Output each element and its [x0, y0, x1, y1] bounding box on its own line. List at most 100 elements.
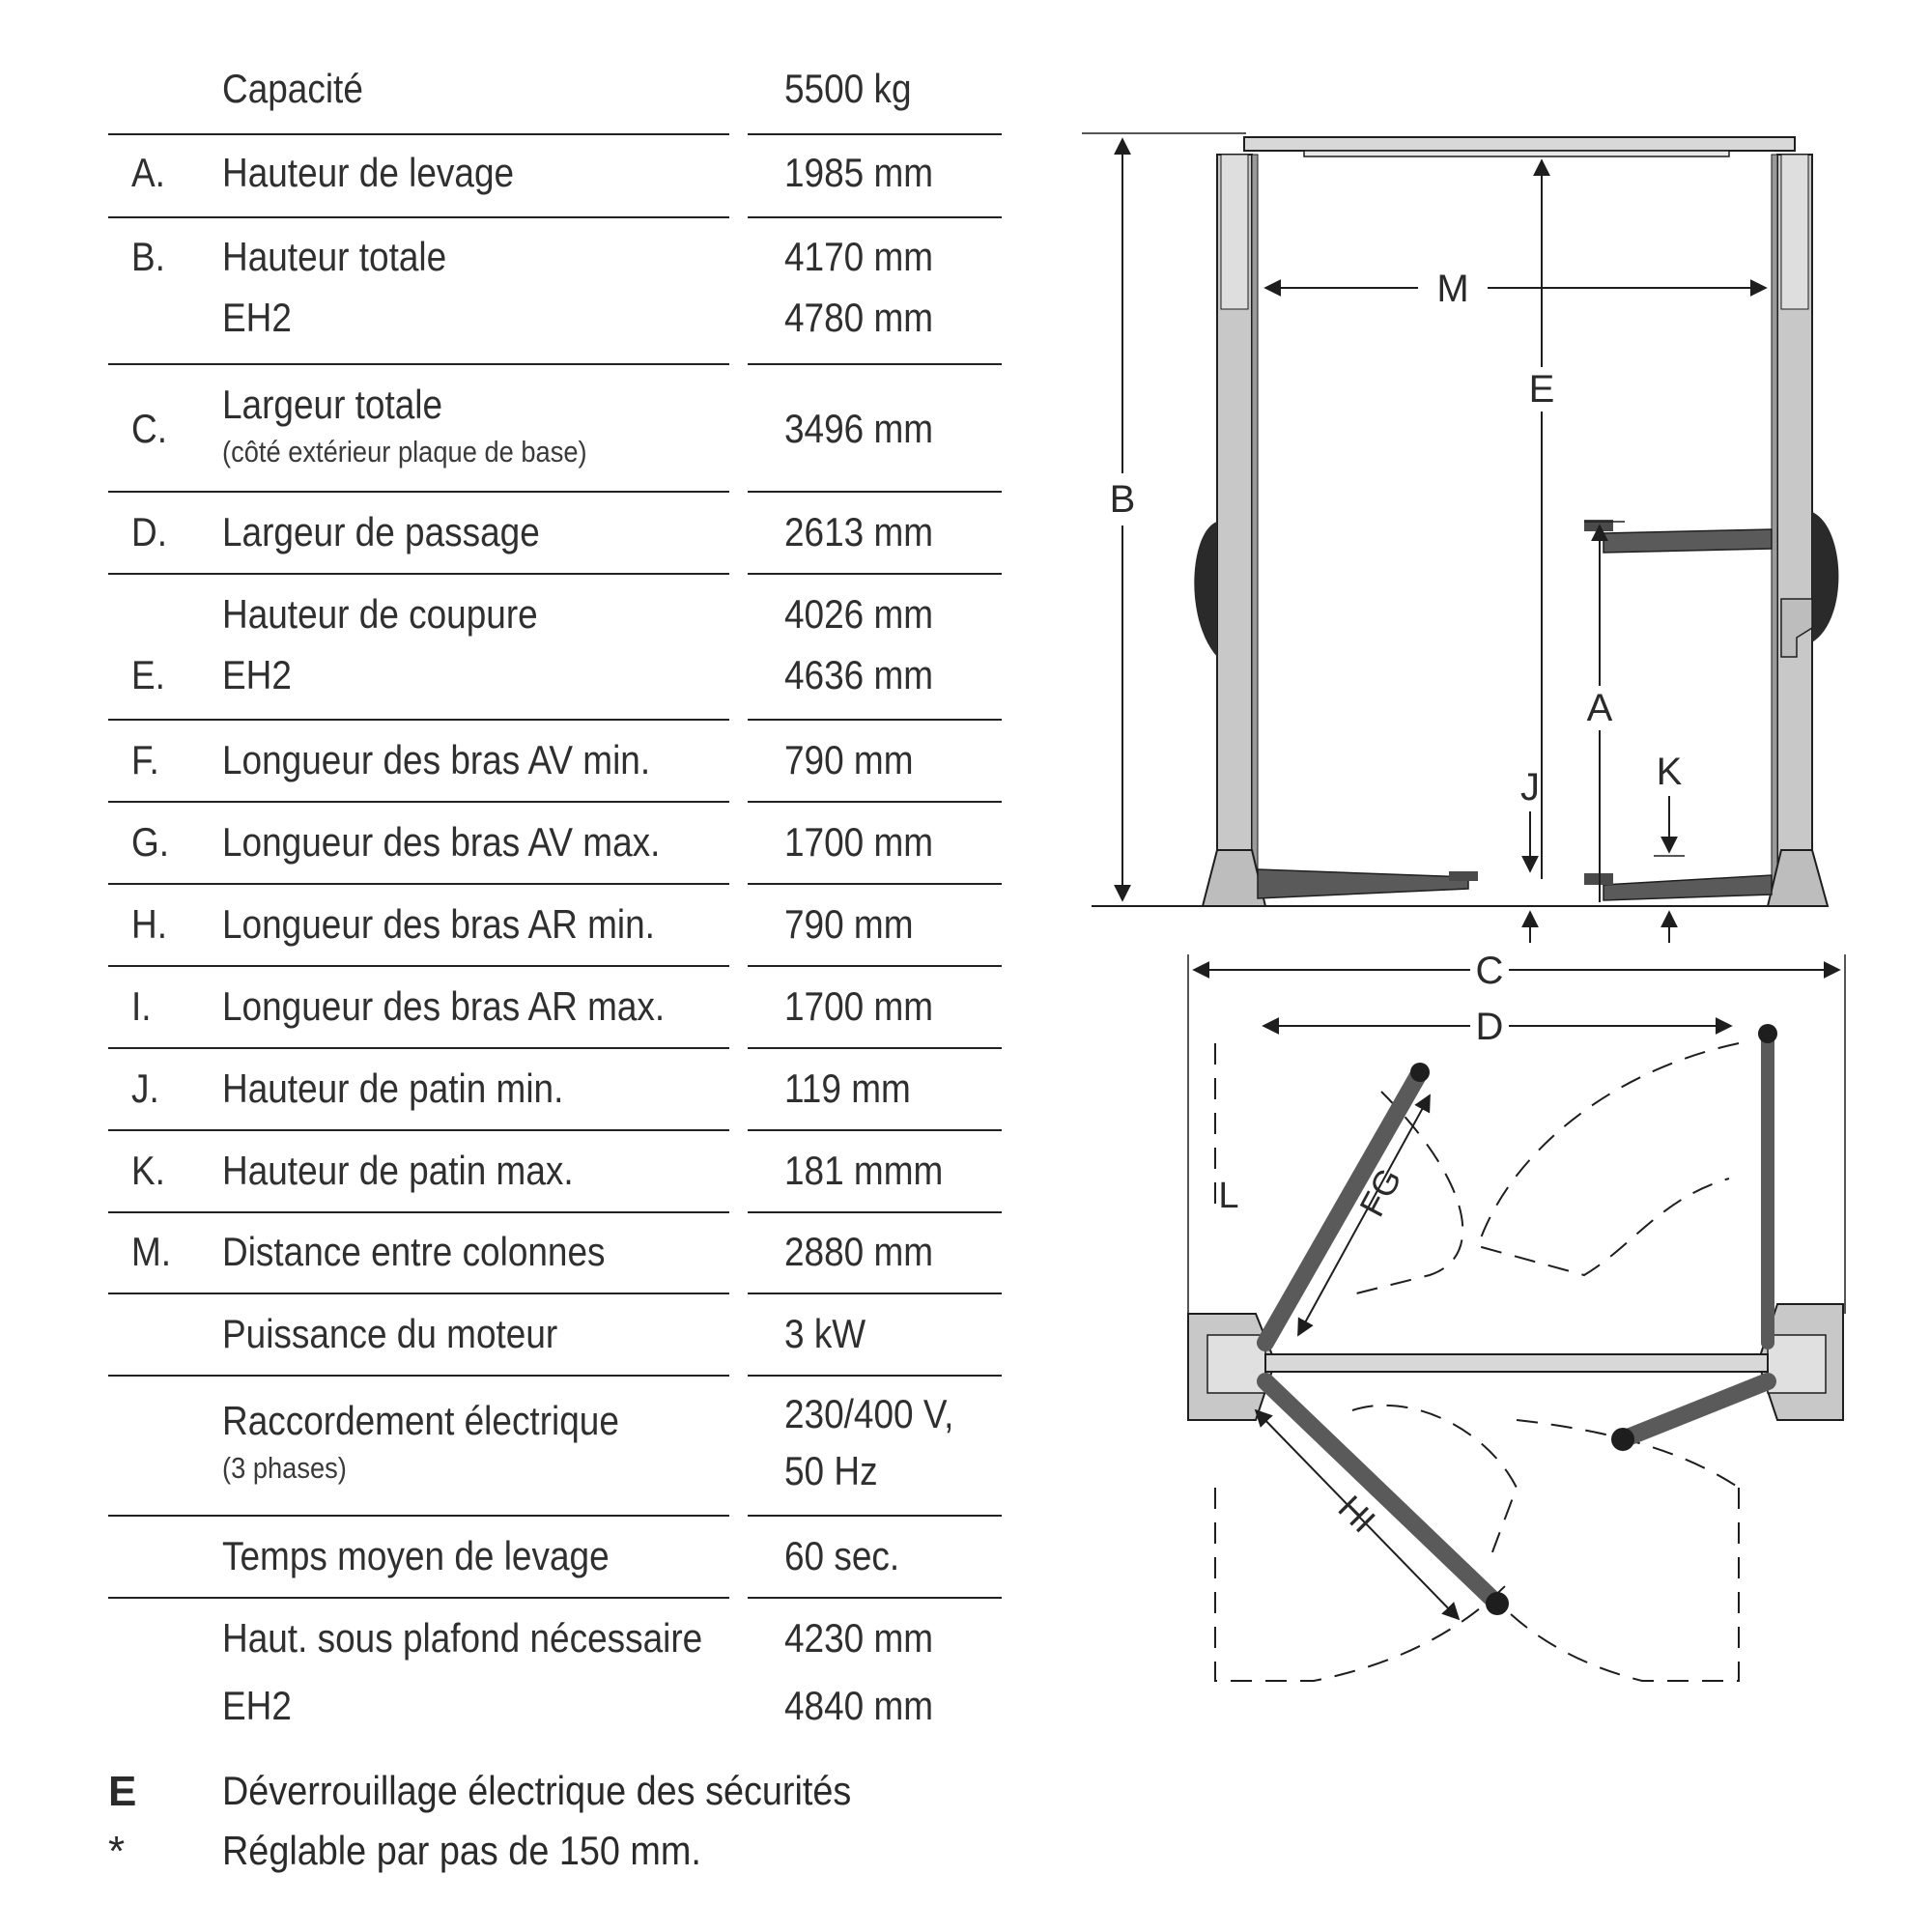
swing-arc-rear-left	[1214, 1488, 1508, 1682]
rear-left-arm	[1257, 1373, 1506, 1612]
right-carriage	[1780, 598, 1813, 658]
dimension-fg-line	[1297, 1094, 1431, 1337]
spec-label-variant: EH2	[222, 652, 292, 697]
spec-value: 3 kW	[784, 1311, 866, 1356]
right-base-plate	[1766, 849, 1830, 907]
row-divider	[108, 363, 729, 365]
left-motor	[1194, 522, 1217, 657]
spec-label: Raccordement électrique	[222, 1398, 619, 1443]
dimension-b-label: B	[1110, 478, 1136, 521]
front-left-pad	[1410, 1063, 1430, 1082]
rear-left-pad	[1486, 1592, 1509, 1615]
dimension-e-label: E	[1529, 368, 1555, 411]
row-divider	[108, 1597, 729, 1599]
spec-value-line2: 50 Hz	[784, 1448, 878, 1493]
spec-sublabel: (côté extérieur plaque de base)	[222, 435, 587, 469]
footnote-text: Réglable par pas de 150 mm.	[222, 1828, 701, 1873]
footnote-text: Déverrouillage électrique des sécurités	[222, 1768, 852, 1813]
right-arm-raised	[1603, 528, 1773, 554]
spec-label: Hauteur de patin min.	[222, 1065, 564, 1111]
right-column-cap	[1780, 154, 1809, 310]
row-divider	[108, 216, 729, 218]
spec-letter: H.	[131, 901, 167, 947]
spec-label: Hauteur de coupure	[222, 591, 538, 637]
swing-arc-front-right	[1476, 1042, 1740, 1277]
spec-letter: C.	[131, 406, 167, 451]
spec-value-variant: 4840 mm	[784, 1683, 934, 1728]
right-motor	[1812, 512, 1839, 642]
spec-value: 2880 mm	[784, 1229, 934, 1274]
row-divider	[108, 719, 729, 721]
spec-value: 4230 mm	[784, 1615, 934, 1661]
spec-label: Largeur totale	[222, 382, 443, 427]
spec-letter: A.	[131, 150, 165, 195]
dimension-c-label: C	[1476, 950, 1504, 992]
spec-label: Longueur des bras AV max.	[222, 819, 661, 865]
right-arm-lowered	[1603, 874, 1773, 901]
spec-value: 1985 mm	[784, 150, 934, 195]
spec-value: 790 mm	[784, 901, 914, 947]
top-crossbeam	[1264, 1353, 1769, 1373]
front-right-pad	[1758, 1024, 1777, 1043]
spec-label: Hauteur de patin max.	[222, 1148, 574, 1193]
spec-letter: I.	[131, 983, 152, 1029]
footnote-symbol: E	[108, 1768, 137, 1815]
left-arm-lowered	[1257, 868, 1469, 899]
left-column-cap	[1220, 154, 1249, 310]
dimension-d-label: D	[1476, 1006, 1504, 1048]
spec-letter: F.	[131, 737, 159, 782]
right-column-edge	[1771, 154, 1778, 899]
swing-arc-rear-right	[1467, 1488, 1740, 1682]
row-divider	[108, 965, 729, 967]
row-divider	[748, 363, 1002, 365]
spec-label: Largeur de passage	[222, 509, 540, 554]
spec-value: 5500 kg	[784, 66, 912, 111]
spec-sublabel: (3 phases)	[222, 1451, 347, 1485]
spec-label-variant: EH2	[222, 295, 292, 340]
swing-arc-rear-mid	[1351, 1404, 1518, 1566]
spec-value: 1700 mm	[784, 819, 934, 865]
spec-value: 2613 mm	[784, 509, 934, 554]
row-divider	[748, 801, 1002, 803]
spec-label: Distance entre colonnes	[222, 1229, 606, 1274]
row-divider	[748, 1515, 1002, 1517]
spec-letter: D.	[131, 509, 167, 554]
left-column-edge	[1251, 154, 1259, 899]
spec-label: Longueur des bras AR min.	[222, 901, 655, 947]
row-divider	[748, 1293, 1002, 1294]
row-divider	[108, 1047, 729, 1049]
dimension-m-label: M	[1436, 268, 1468, 310]
spec-letter: G.	[131, 819, 170, 865]
spec-label: Longueur des bras AR max.	[222, 983, 666, 1029]
crossbar-rail	[1303, 150, 1730, 157]
row-divider	[748, 965, 1002, 967]
spec-letter: K.	[131, 1148, 165, 1193]
row-divider	[108, 573, 729, 575]
spec-value: 181 mmm	[784, 1148, 944, 1193]
dimension-j-label: J	[1520, 766, 1540, 809]
row-divider	[108, 491, 729, 493]
row-divider	[108, 1375, 729, 1377]
spec-value: 1700 mm	[784, 983, 934, 1029]
spec-label: Haut. sous plafond nécessaire	[222, 1615, 703, 1661]
row-divider	[108, 1211, 729, 1213]
dimension-hi-line	[1254, 1408, 1461, 1621]
dimension-a-label: A	[1587, 687, 1613, 729]
swing-arc-rear-top	[1516, 1419, 1740, 1489]
spec-value: 4170 mm	[784, 234, 934, 279]
row-divider	[108, 801, 729, 803]
row-divider	[748, 1047, 1002, 1049]
row-divider	[748, 216, 1002, 218]
left-pad	[1449, 871, 1478, 881]
spec-value: 60 sec.	[784, 1533, 900, 1578]
row-divider	[748, 491, 1002, 493]
spec-label: Puissance du moteur	[222, 1311, 558, 1356]
spec-value: 790 mm	[784, 737, 914, 782]
spec-value: 119 mm	[784, 1065, 911, 1111]
top-crossbar	[1243, 136, 1796, 152]
spec-value-variant: 4780 mm	[784, 295, 934, 340]
row-divider	[108, 1293, 729, 1294]
spec-value: 3496 mm	[784, 406, 934, 451]
spec-label: Hauteur de levage	[222, 150, 515, 195]
row-divider	[108, 133, 729, 135]
